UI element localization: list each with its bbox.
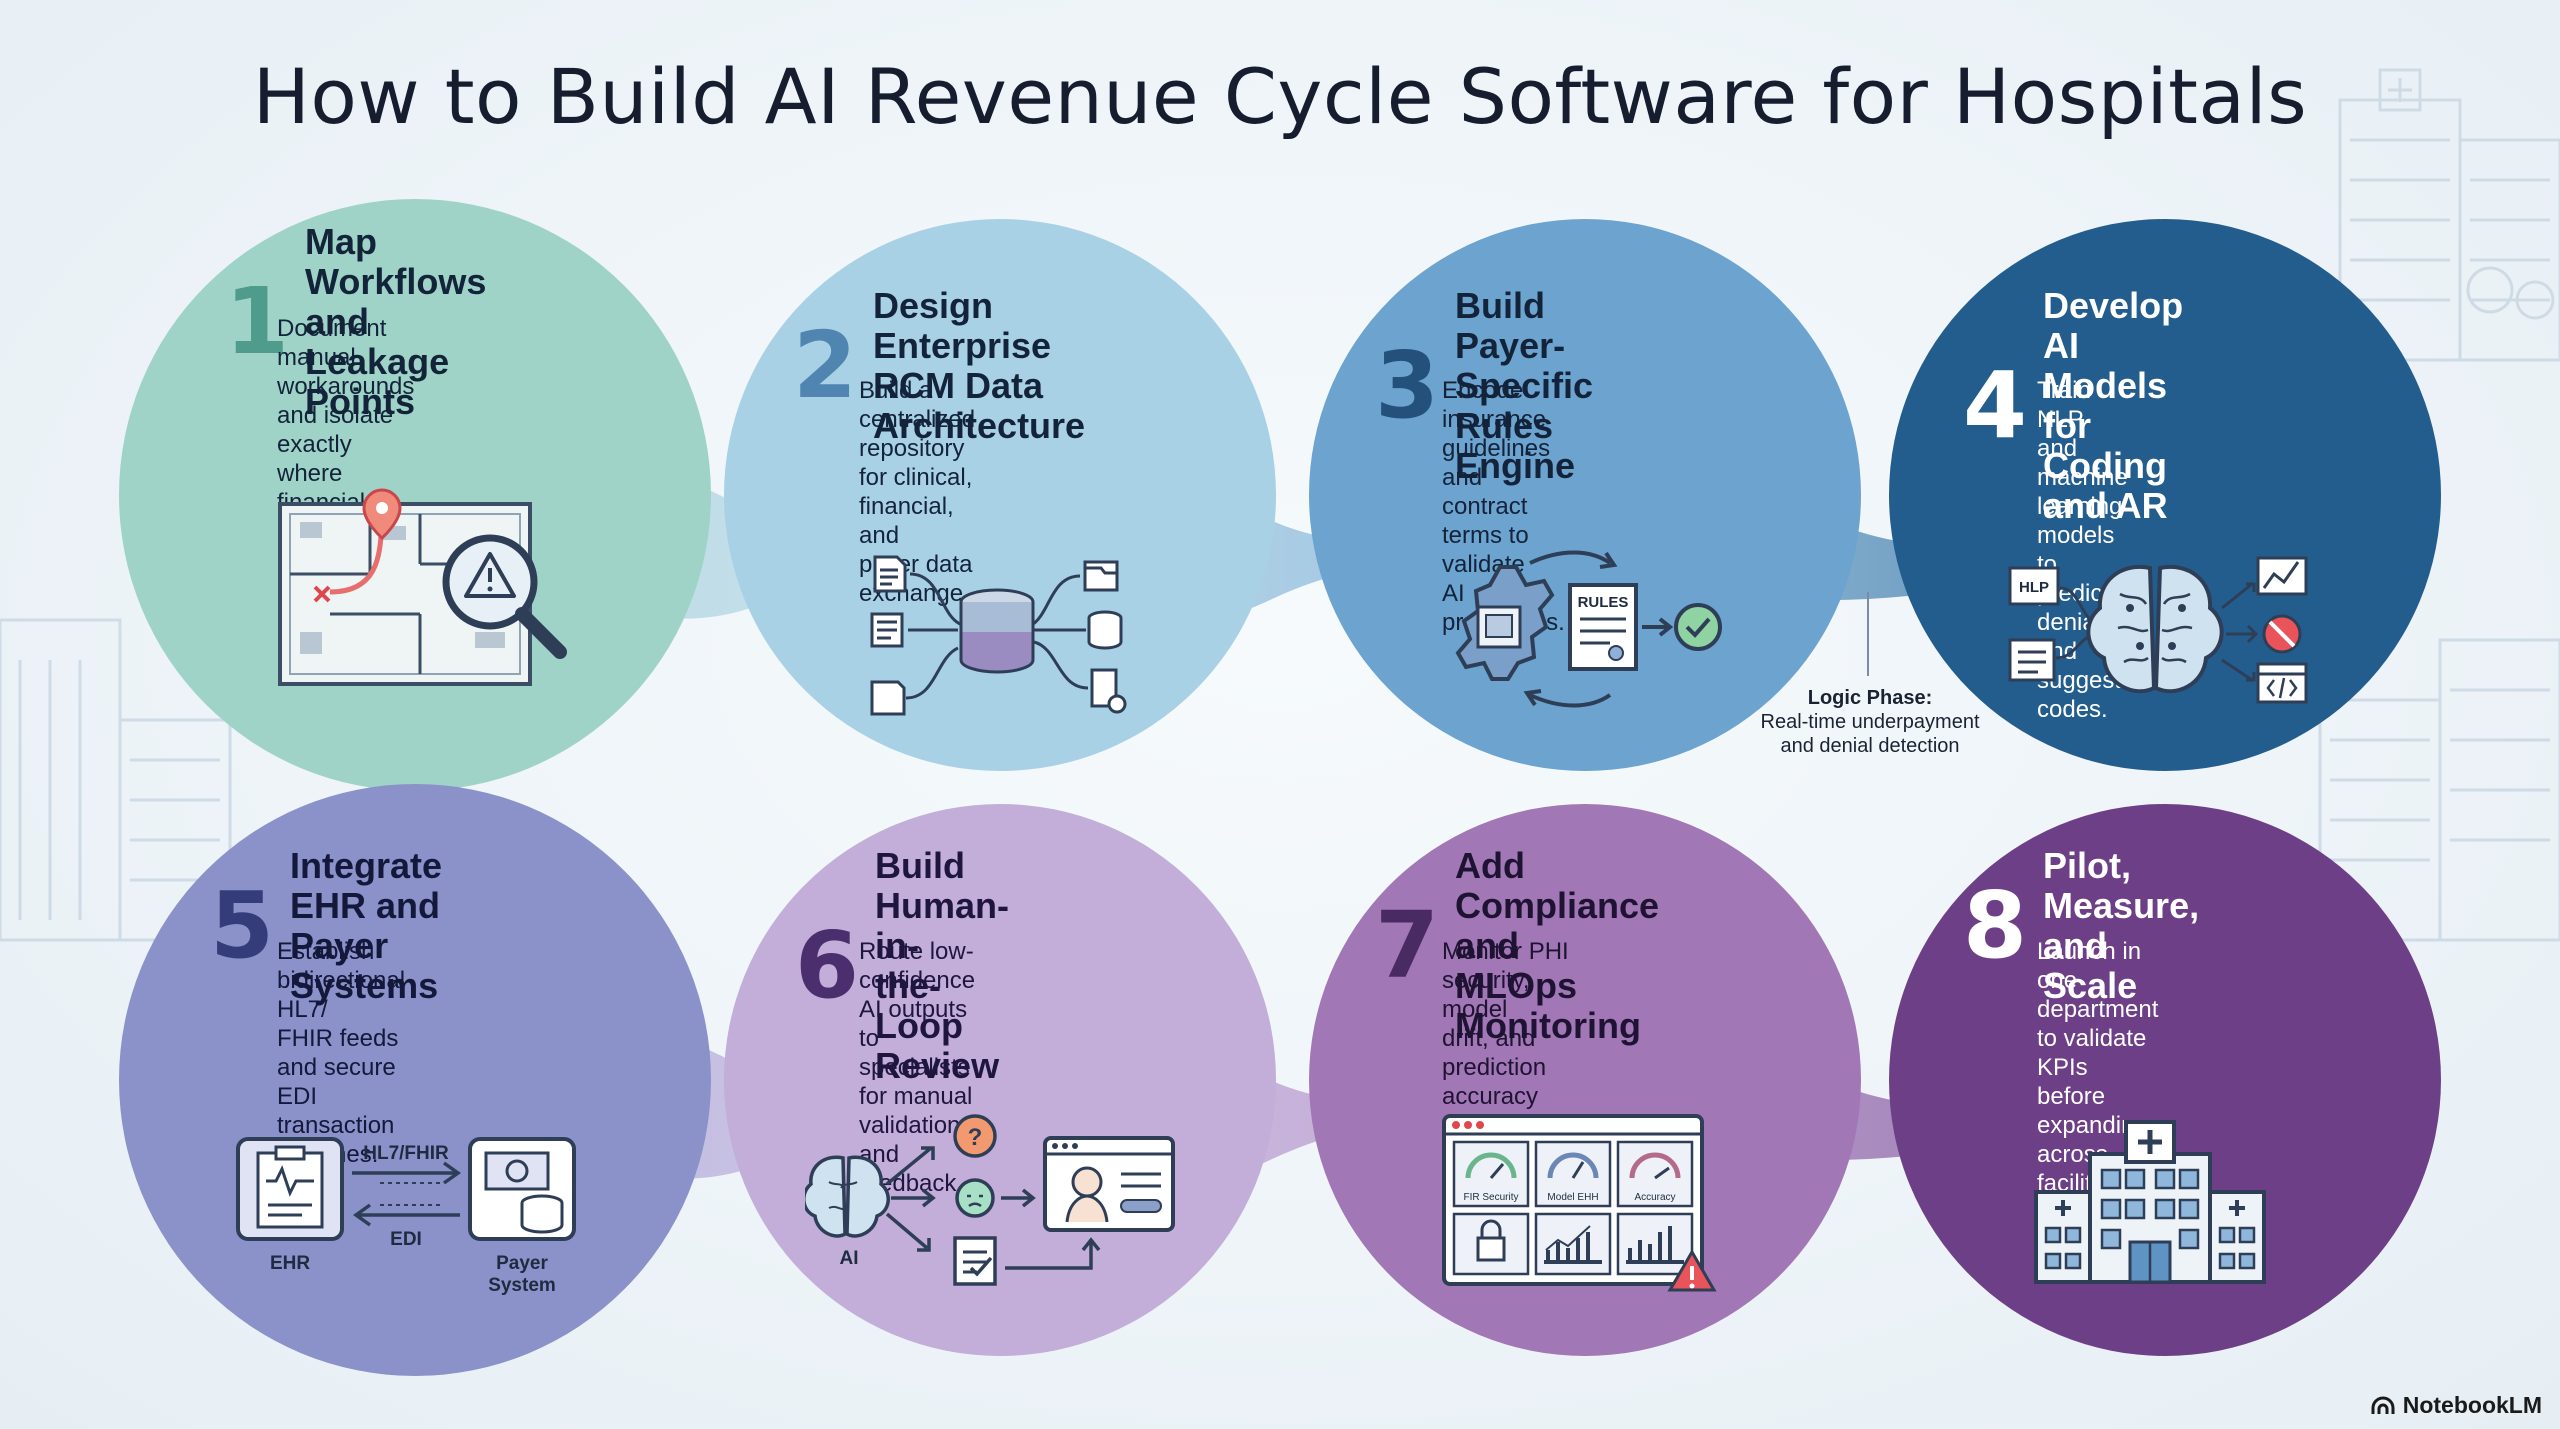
ehr-payer-integration-icon: EHR HL7/FHIR EDI Payer System [236,1137,576,1296]
step-4-circle [1889,219,2441,771]
step-4-title: Develop AI Models for Coding and AR [2043,285,2184,526]
step-3-circle [1309,219,1861,771]
data-architecture-icon [870,555,1127,716]
step-8-title: Pilot, Measure, and Scale [2043,845,2200,1006]
edi-label: EDI [390,1229,422,1250]
hlp-label: HLP [2019,579,2049,596]
hl7-label: HL7/FHIR [363,1143,449,1164]
step-7-description: Monitor PHI security, model drift, and p… [1442,938,1580,1139]
question-mark-icon: ? [968,1124,983,1151]
step-2-number: 2 [793,312,858,419]
rules-engine-icon: RULES [1455,550,1722,708]
logic-phase-note: Logic Phase: Real-time underpayment and … [1720,686,2020,758]
notebooklm-logo-icon [2371,1396,2395,1414]
brand-mark: NotebookLM [2371,1392,2542,1419]
step-4-number: 4 [1963,352,2028,459]
floorplan-map-icon [278,488,567,686]
monitoring-dashboard-icon: FIR Security Model EHH Accuracy [1442,1114,1717,1292]
step-1-title: Map Workflows and Leakage Points [305,221,487,422]
step-7-title: Add Compliance and MLOps Monitoring [1455,845,1660,1046]
step-3-description: Encode insurance guidelines and contract… [1442,377,1565,636]
step-1-circle [119,199,711,791]
step-7-number: 7 [1375,892,1440,999]
step-2-title: Design Enterprise RCM Data Architecture [873,285,1086,446]
hospital-icon [2034,1120,2266,1284]
fir-security-label: FIR Security [1463,1192,1518,1203]
ehr-label: EHR [270,1253,310,1274]
rules-label: RULES [1578,594,1629,611]
ai-brain-icon: HLP [2008,556,2308,704]
page-title: How to Build AI Revenue Cycle Software f… [252,52,2308,141]
step-5-number: 5 [210,872,275,979]
step-3-title: Build Payer-Specific Rules Engine [1455,285,1594,486]
logic-phase-text: Real-time underpayment and denial detect… [1760,711,1980,757]
human-in-loop-icon: AI ? [805,1114,1175,1286]
accuracy-label: Accuracy [1634,1192,1675,1203]
step-6-number: 6 [795,912,860,1019]
step-6-title: Build Human-in- the-Loop Review [875,845,1010,1086]
model-ehh-label: Model EHH [1547,1192,1598,1203]
step-8-circle [1889,804,2441,1356]
payer-label-2: System [488,1275,556,1296]
step-5-description: Establish bidirectional HL7/ FHIR feeds … [277,938,406,1168]
step-2-description: Build a centralized repository for clini… [859,377,976,607]
payer-label-1: Payer [496,1253,548,1274]
step-5-title: Integrate EHR and Payer Systems [290,845,443,1006]
step-1-number: 1 [225,268,290,375]
logic-phase-title: Logic Phase: [1807,687,1933,709]
step-3-number: 3 [1375,332,1440,439]
step-2-circle [724,219,1276,771]
ai-label: AI [840,1248,859,1269]
brand-name: NotebookLM [2402,1392,2542,1418]
step-8-number: 8 [1963,872,2028,979]
